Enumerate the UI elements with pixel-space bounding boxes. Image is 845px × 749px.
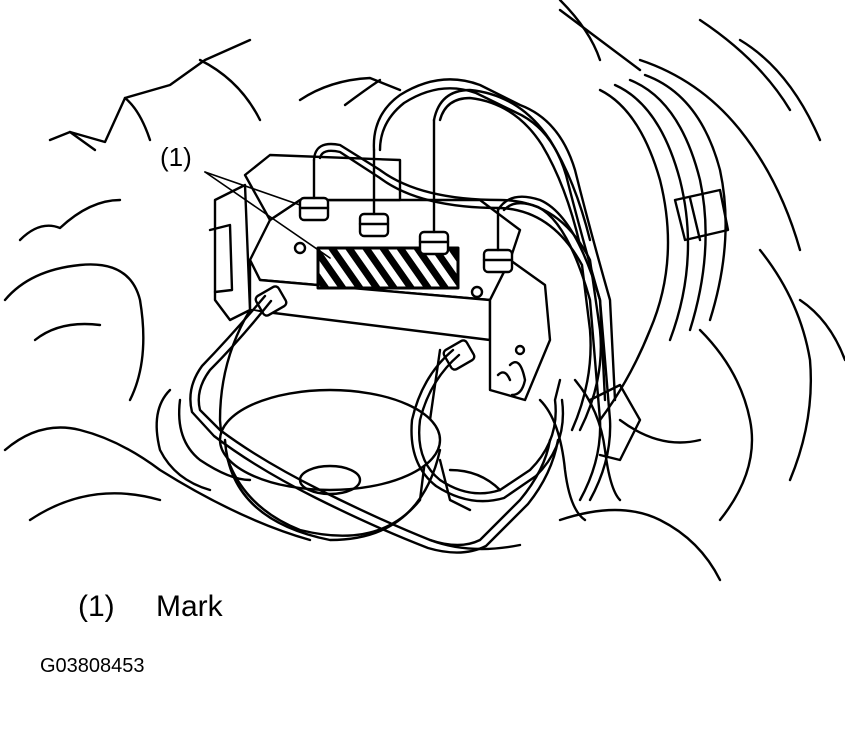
fitting-3 <box>420 120 448 254</box>
abs-unit-illustration <box>0 0 845 590</box>
legend-number: (1) <box>78 590 115 623</box>
fitting-2 <box>360 150 388 236</box>
callout-marker: (1) <box>160 142 192 172</box>
fitting-4 <box>484 210 512 272</box>
abs-hydraulic-unit <box>210 155 550 400</box>
callout-leaders <box>205 172 330 258</box>
brake-pipe-fittings <box>254 120 512 371</box>
brake-pipes <box>190 79 640 552</box>
legend: (1) Mark <box>78 590 223 624</box>
engine-bay-outline <box>5 0 845 580</box>
figure-id: G03808453 <box>40 655 145 677</box>
fitting-1 <box>300 160 328 220</box>
legend-text: Mark <box>156 590 223 623</box>
pump-motor <box>157 310 500 540</box>
wiring-harness <box>600 75 728 420</box>
